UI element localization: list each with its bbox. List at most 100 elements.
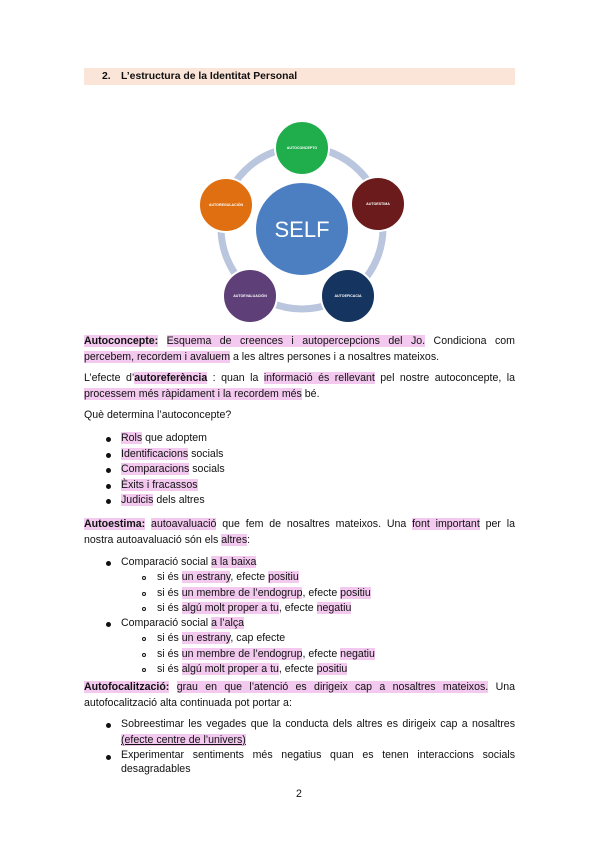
section-number: 2. xyxy=(102,71,111,82)
bullet xyxy=(106,437,111,442)
highlight: negatiu xyxy=(340,648,375,660)
highlight: positiu xyxy=(340,587,371,599)
highlight: un estrany xyxy=(181,571,231,583)
highlight: altres xyxy=(221,534,248,546)
text: bé. xyxy=(301,388,320,400)
term-autoreferencia: autoreferència xyxy=(134,372,208,384)
text: si és xyxy=(157,571,182,583)
highlight: a l’alça xyxy=(211,617,245,629)
text: dels altres xyxy=(153,494,205,506)
sub-bullet xyxy=(142,592,146,596)
highlight: font important xyxy=(412,518,480,530)
list-item: Rols que adoptem xyxy=(121,432,207,444)
highlight: algú molt proper a tu xyxy=(181,663,279,675)
sub-list-item: si és algú molt proper a tu, efecte posi… xyxy=(157,663,348,675)
highlight: un estrany xyxy=(181,632,231,644)
text: socials xyxy=(189,463,225,475)
self-diagram-svg: SELF AUTOCONCEPTO AUTOESTIMA AUTOEFICACI… xyxy=(198,120,406,324)
list-item: Experimentar sentiments més negatius qua… xyxy=(121,748,515,776)
node-label: AUTOEVALUACIÓN xyxy=(233,293,267,298)
text: si és xyxy=(157,587,182,599)
node-autoevaluacion: AUTOEVALUACIÓN xyxy=(222,268,278,324)
bullet xyxy=(106,484,111,489)
text: : quan la xyxy=(207,372,264,384)
text: : xyxy=(247,534,251,546)
text: Una autofocalització alta continuada pot… xyxy=(84,681,515,709)
text: a les altres persones i a nosaltres mate… xyxy=(230,351,440,363)
sub-bullet xyxy=(142,576,146,580)
node-label: AUTOCONCEPTO xyxy=(287,146,318,150)
autoconcepte-paragraph: Autoconcepte: Esquema de creences i auto… xyxy=(84,333,515,365)
text: que adoptem xyxy=(142,432,207,444)
sub-list-item: si és un membre de l’endogrup, efecte ne… xyxy=(157,648,375,660)
highlight: Rols xyxy=(121,432,143,444)
bullet xyxy=(106,499,111,504)
text: , efecte xyxy=(278,602,317,614)
term-autoconcepte: Autoconcepte: xyxy=(84,335,159,347)
text: L’efecte d’ xyxy=(84,372,135,384)
list-item: Judicis dels altres xyxy=(121,494,205,506)
bullet xyxy=(106,622,111,627)
bullet xyxy=(106,561,111,566)
text: , cap efecte xyxy=(230,632,286,644)
text: Comparació social xyxy=(121,617,212,629)
self-label: SELF xyxy=(274,217,329,242)
text: , efecte xyxy=(302,648,341,660)
node-autoregulacion: AUTOREGULACIÓN xyxy=(198,177,254,233)
highlight: Judicis xyxy=(121,494,154,506)
bullet xyxy=(106,723,111,728)
text: , efecte xyxy=(302,587,341,599)
list-item: Èxits i fracassos xyxy=(121,479,198,491)
text: si és xyxy=(157,632,182,644)
sub-bullet xyxy=(142,653,146,657)
highlight: negatiu xyxy=(316,602,352,614)
text: si és xyxy=(157,663,182,675)
self-circle xyxy=(254,181,350,277)
bullet xyxy=(106,755,111,760)
highlight: positiu xyxy=(316,663,348,675)
highlight: un membre de l’endogrup xyxy=(181,587,303,599)
node-autoeficacia: AUTOEFICACIA xyxy=(320,268,376,324)
text: pel nostre autoconcepte, la xyxy=(374,372,516,384)
self-diagram: SELF AUTOCONCEPTO AUTOESTIMA AUTOEFICACI… xyxy=(190,118,412,328)
highlight: informació és rellevant xyxy=(263,372,375,384)
list-item: Identificacions socials xyxy=(121,448,223,460)
text: que fem de nosaltres mateixos. Una xyxy=(216,518,413,530)
sub-list-item: si és algú molt proper a tu, efecte nega… xyxy=(157,602,352,614)
list-item: Comparació social a l’alça xyxy=(121,617,245,629)
sub-bullet xyxy=(142,637,146,641)
autoestima-paragraph: Autoestima: autoavaluació que fem de nos… xyxy=(84,516,515,548)
list-item: Comparació social a la baixa xyxy=(121,556,257,568)
node-label: AUTOEFICACIA xyxy=(334,294,361,298)
highlight: a la baixa xyxy=(211,556,257,568)
question: Què determina l’autoconcepte? xyxy=(84,409,232,421)
node-label: AUTOESTIMA xyxy=(366,202,390,206)
term-autoestima: Autoestima: xyxy=(84,518,146,530)
page-number: 2 xyxy=(296,788,302,800)
highlight: processem més ràpidament i la recordem m… xyxy=(84,388,302,400)
sub-list-item: si és un estrany, efecte positiu xyxy=(157,571,299,583)
autofocalitzacio-paragraph: Autofocalització: grau en que l’atenció … xyxy=(84,679,515,711)
highlight: positiu xyxy=(268,571,299,583)
text: Comparació social xyxy=(121,556,212,568)
node-autoconcepto: AUTOCONCEPTO xyxy=(274,120,330,176)
bullet xyxy=(106,453,111,458)
highlight: un membre de l’endogrup xyxy=(181,648,303,660)
node-autoestima: AUTOESTIMA xyxy=(350,176,406,232)
highlight: Identificacions xyxy=(121,448,189,460)
highlight: grau en que l’atenció es dirigeix cap a … xyxy=(176,681,489,693)
sub-list-item: si és un membre de l’endogrup, efecte po… xyxy=(157,587,371,599)
text: Condiciona com xyxy=(425,335,516,347)
list-item: Comparacions socials xyxy=(121,463,225,475)
list-item: Sobreestimar les vegades que la conducta… xyxy=(121,716,515,748)
highlight: autoavaluació xyxy=(151,518,217,530)
sub-list-item: si és un estrany, cap efecte xyxy=(157,632,285,644)
section-title: L’estructura de la Identitat Personal xyxy=(121,71,298,82)
text: Experimentar sentiments més negatius qua… xyxy=(121,749,515,775)
section-header: 2. L’estructura de la Identitat Personal xyxy=(84,68,515,85)
autoreferencia-paragraph: L’efecte d’autoreferència : quan la info… xyxy=(84,370,515,402)
text: per la nostra autoavaluació són els xyxy=(84,518,515,546)
node-label: AUTOREGULACIÓN xyxy=(209,202,244,207)
text: , efecte xyxy=(230,571,269,583)
text: , efecte xyxy=(278,663,317,675)
